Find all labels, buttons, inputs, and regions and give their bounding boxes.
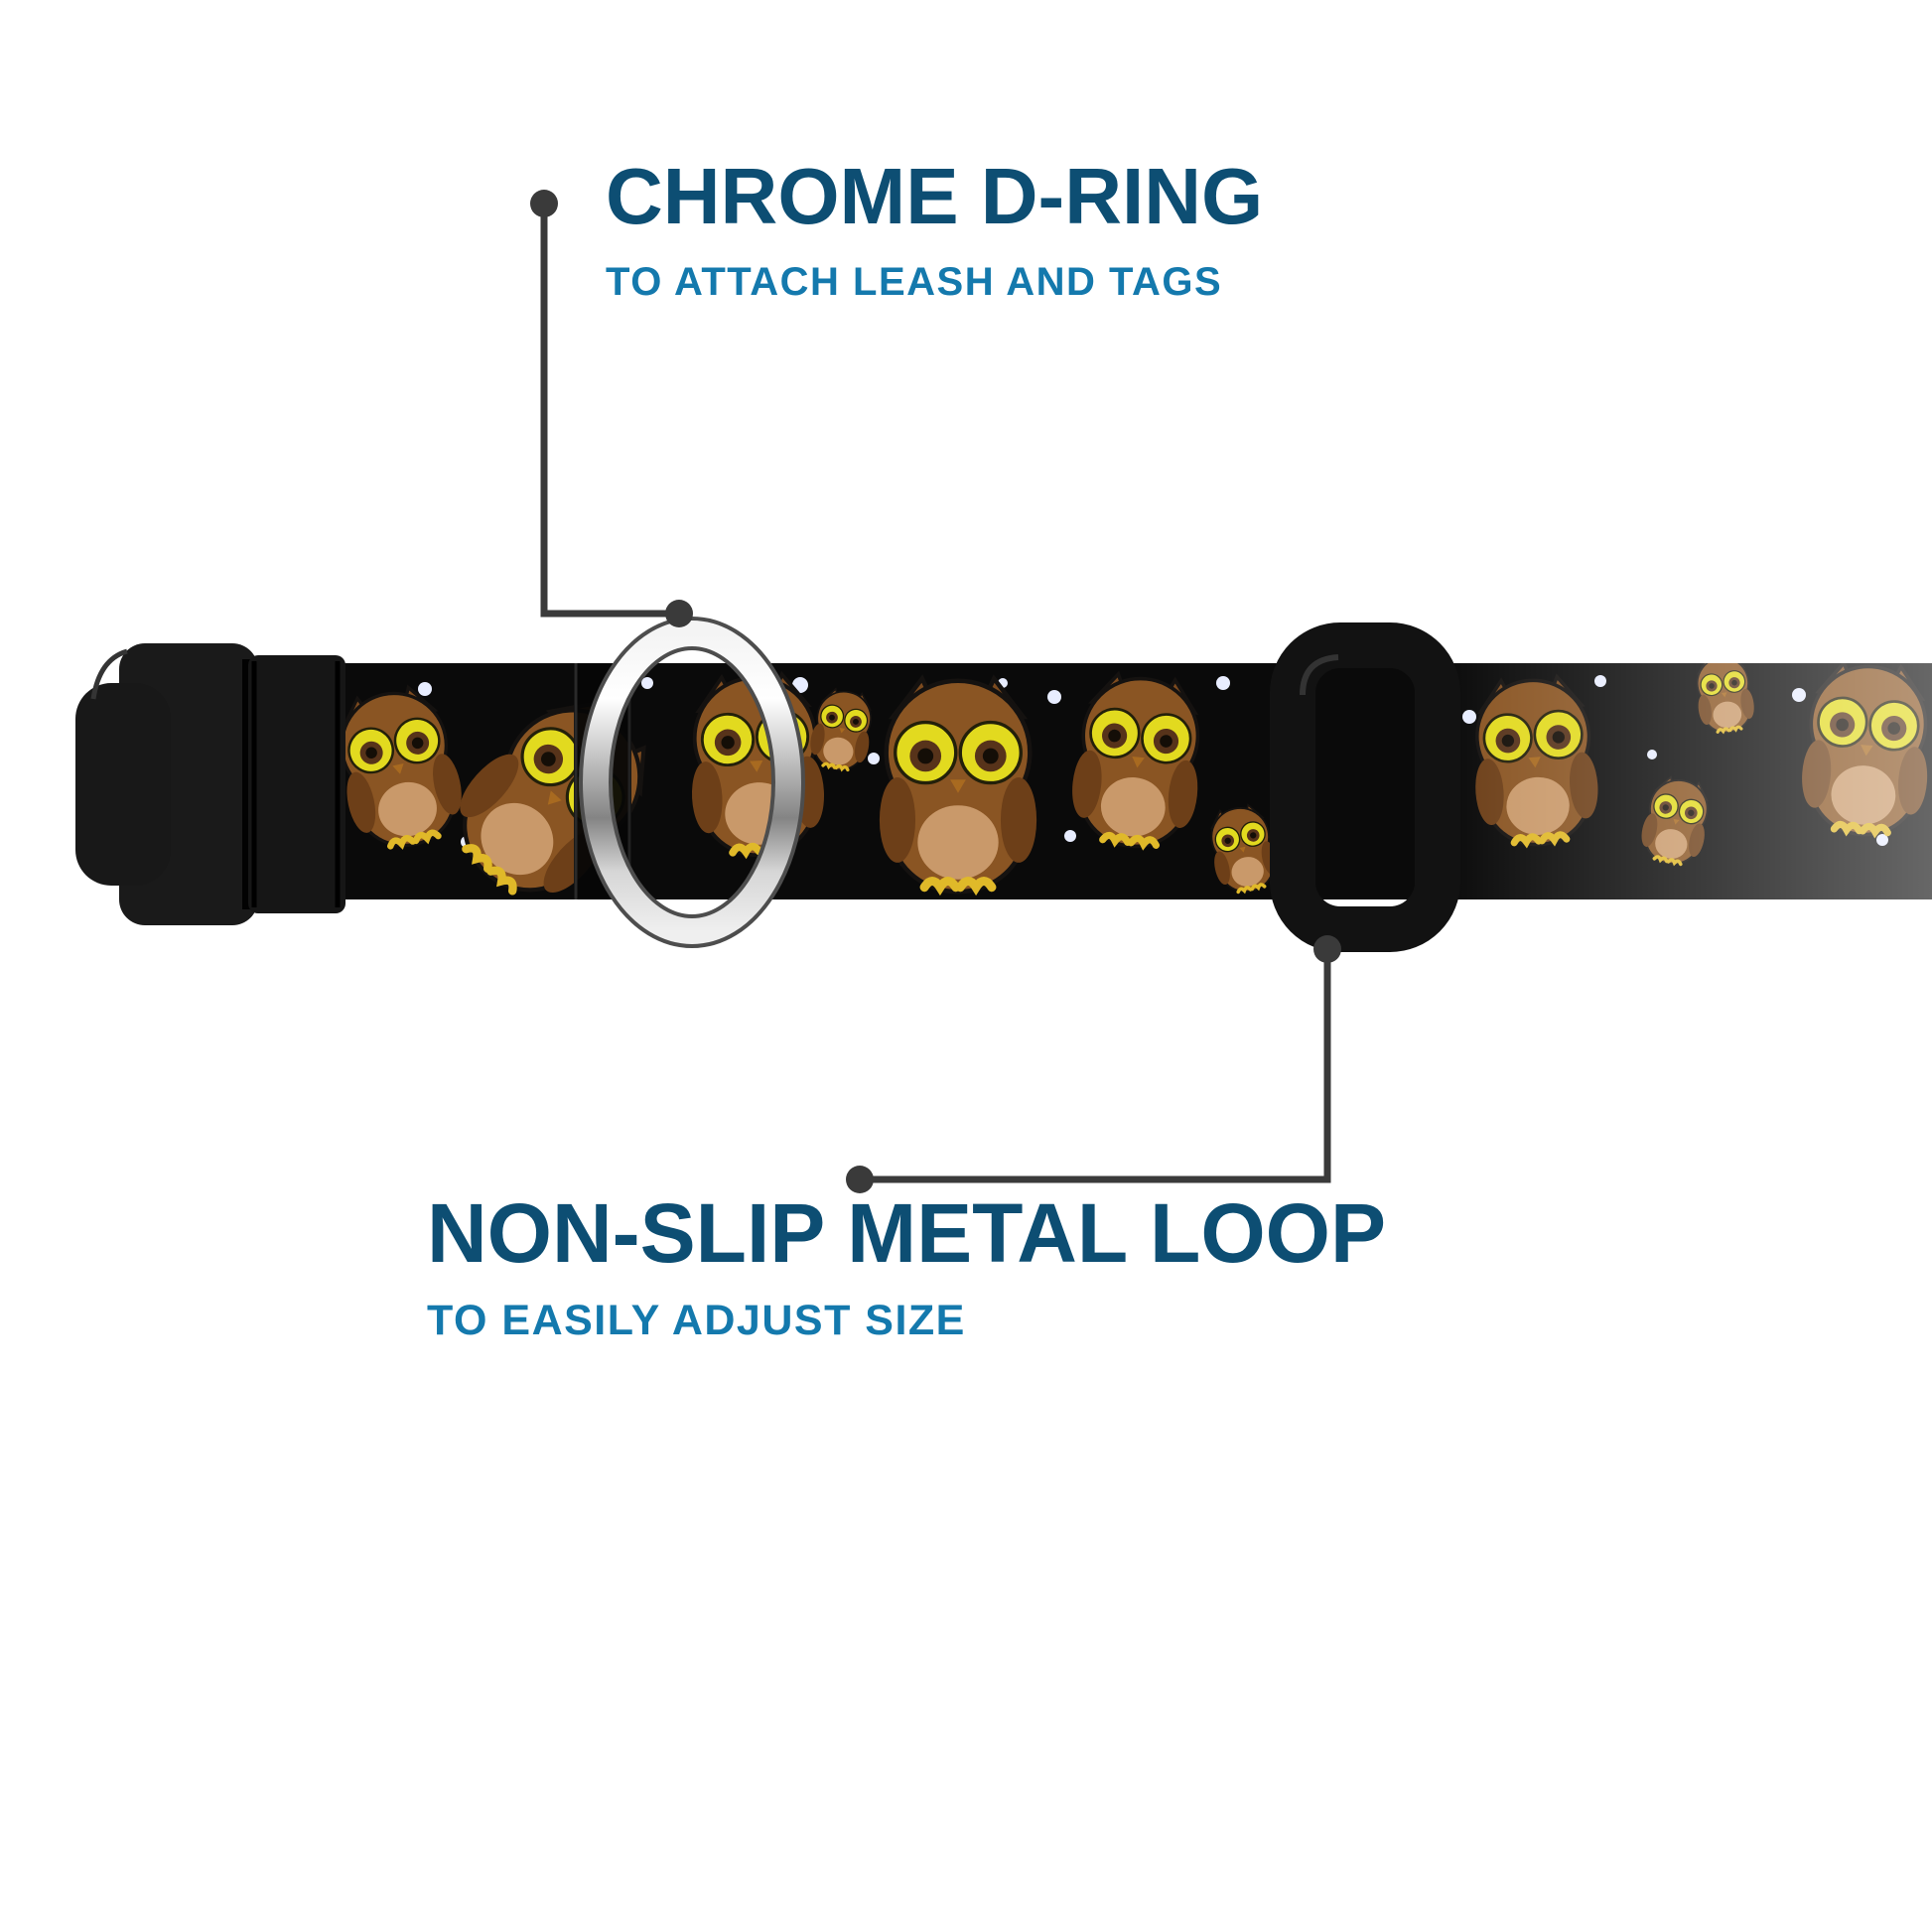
top-callout-title: CHROME D-RING [606,152,1264,240]
buckle [75,643,345,925]
bottom-callout-line [846,935,1341,1193]
bottom-callout-title: NON-SLIP METAL LOOP [427,1186,1387,1280]
bottom-callout-subtitle: TO EASILY ADJUST SIZE [427,1297,966,1344]
collar-strap [336,663,1932,899]
owl-graphic [880,679,1036,893]
slider-webbing [1316,663,1416,899]
top-callout: CHROME D-RING TO ATTACH LEASH AND TAGS [606,157,1263,305]
top-callout-subtitle: TO ATTACH LEASH AND TAGS [606,260,1223,304]
d-ring [579,617,805,948]
slider-loop [1270,622,1460,952]
bottom-callout: NON-SLIP METAL LOOP TO EASILY ADJUST SIZ… [427,1191,1386,1345]
strap-haze [1438,663,1932,899]
top-callout-line [530,190,693,627]
